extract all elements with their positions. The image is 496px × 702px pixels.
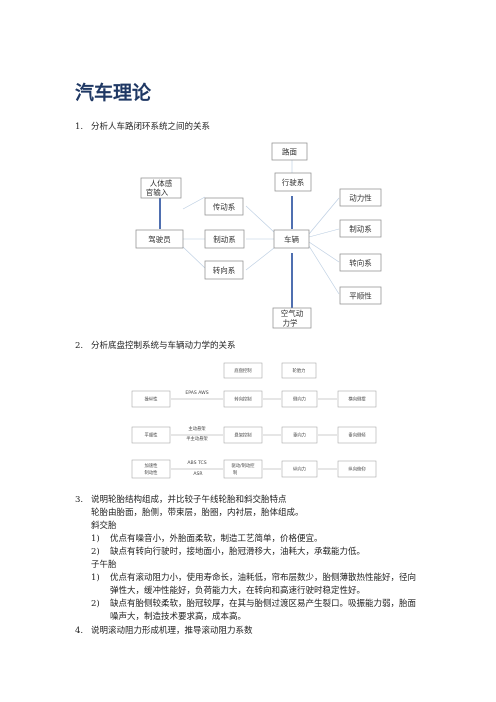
- steering-system-label: 转向系: [213, 265, 236, 275]
- list-number: 1): [91, 573, 100, 583]
- bias-tire-title: 斜交胎: [91, 521, 117, 531]
- vertical-force-box: [281, 426, 318, 444]
- lateral-force-box: [281, 390, 318, 408]
- list-text-line-2: 噪声大，制造技术要求高，成本高。: [110, 612, 247, 622]
- section-heading-4: 4. 说明滚动阻力形成机理，推导滚动阻力系数: [75, 625, 253, 637]
- vertical-roll-box: [337, 426, 377, 444]
- list-text-line-2: 弹性大，缓冲性能好，负荷能力大，在转向和高速行驶时稳定性好。: [110, 586, 366, 596]
- dynamics-label: 动力性: [349, 193, 372, 203]
- braking-perf-label: 制动系: [349, 224, 372, 234]
- section-number: 4.: [75, 626, 84, 636]
- longitudinal-pitch-box: [337, 460, 377, 478]
- transmission-label: 传动系: [213, 202, 236, 212]
- smoothness-label: 平顺性: [349, 291, 372, 301]
- handling-label: 操纵性: [145, 396, 159, 403]
- epas-aws-label: EPAS AWS: [185, 390, 208, 396]
- human-sense-box: [140, 177, 182, 199]
- section-heading-1: 1. 分析人车路闭环系统之间的关系: [75, 121, 210, 133]
- steering-perf-label: 转向系: [349, 258, 372, 268]
- section-text: 分析底盘控制系统与车辆动力学的关系: [91, 341, 236, 351]
- acceleration-label: 加速性: [145, 462, 159, 469]
- section-text: 分析人车路闭环系统之间的关系: [91, 122, 211, 132]
- list-text: 优点有噪音小，外胎面柔软，制造工艺简单，价格便宜。: [110, 534, 323, 544]
- transmission-box: [204, 197, 244, 216]
- vehicle-label: 车辆: [284, 234, 299, 244]
- suspension-control-box: [223, 426, 263, 444]
- aero-label-1: 空气动: [281, 308, 304, 318]
- lateral-yaw-box: [337, 390, 377, 408]
- aero-label-2: 力学: [283, 318, 298, 328]
- list-text-line-1: 缺点有胎侧较柔软，胎冠较厚，在其与胎侧过渡区易产生裂口。吸振能力弱，胎面: [110, 599, 417, 609]
- section-heading-2: 2. 分析底盘控制系统与车辆动力学的关系: [75, 340, 236, 352]
- section-text: 说明轮胎结构组成，并比较子午线轮胎和斜交胎特点: [91, 495, 287, 505]
- list-number: 1): [91, 534, 100, 544]
- section-number: 3.: [75, 495, 84, 505]
- longitudinal-force-box: [281, 460, 318, 478]
- lateral-yaw-label: 横向侧摆: [348, 396, 366, 403]
- smoothness-box: [339, 286, 382, 305]
- semi-active-suspension-label: 半主动悬架: [186, 435, 208, 442]
- ride-comfort-label: 平顺性: [145, 432, 159, 439]
- tire-structure-text: 轮胎由胎面，胎侧，带束层，胎圈，内衬层，胎体组成。: [91, 508, 304, 518]
- dynamics-box: [339, 188, 382, 207]
- braking-system-label: 制动系: [213, 234, 236, 244]
- asr-label: ASR: [193, 471, 203, 477]
- tire-force-box: [281, 362, 317, 379]
- vertical-force-label: 垂向力: [293, 432, 306, 439]
- human-sense-label-2: 官输入: [146, 187, 169, 197]
- ride-comfort-box: [131, 426, 171, 444]
- braking-system-box: [204, 229, 245, 249]
- steering-perf-box: [339, 253, 382, 272]
- list-number: 2): [91, 599, 100, 609]
- accel-brake-box: [131, 459, 171, 479]
- steering-system-box: [204, 260, 244, 280]
- road-label: 路面: [282, 147, 297, 157]
- list-text: 缺点有转向行驶时，接地面小，胎冠滑移大，油耗大，承载能力低。: [110, 547, 366, 557]
- section-number: 2.: [75, 341, 84, 351]
- steering-control-label: 转向控制: [234, 396, 251, 403]
- vehicle-box: [273, 229, 310, 249]
- drive-brake-control-label-1: 驱动/制动控: [232, 462, 256, 469]
- driver-box: [135, 229, 184, 249]
- lateral-force-label: 侧向力: [293, 396, 306, 403]
- section-text: 说明滚动阻力形成机理，推导滚动阻力系数: [91, 626, 253, 636]
- human-sense-label-1: 人体感: [150, 178, 173, 188]
- aero-box: [272, 307, 312, 329]
- section-heading-3: 3. 说明轮胎结构组成，并比较子午线轮胎和斜交胎特点: [75, 494, 287, 506]
- drive-brake-control-box: [223, 459, 263, 479]
- active-suspension-label: 主动悬架: [188, 425, 206, 432]
- tire-force-label: 轮胎力: [293, 367, 306, 374]
- abs-tcs-label: ABS TCS: [187, 460, 206, 466]
- driver-label: 驾驶员: [148, 234, 171, 244]
- braking-perf-box: [339, 219, 382, 238]
- steering-control-box: [223, 390, 263, 408]
- chassis-control-label: 底盘控制: [234, 367, 251, 374]
- driving-system-label: 行驶系: [282, 177, 305, 187]
- section-number: 1.: [75, 122, 84, 132]
- vertical-roll-label: 垂向侧倾: [348, 432, 366, 439]
- radial-tire-title: 子午胎: [91, 560, 117, 570]
- driving-system-box: [274, 172, 312, 192]
- braking-label: 制动性: [145, 469, 159, 476]
- list-number: 2): [91, 547, 100, 557]
- handling-box: [131, 390, 171, 408]
- drive-brake-control-label-2: 制: [233, 469, 237, 476]
- suspension-control-label: 悬架控制: [234, 432, 251, 439]
- longitudinal-pitch-label: 纵向俯仰: [348, 466, 365, 473]
- longitudinal-force-label: 纵向力: [293, 466, 306, 473]
- list-text-line-1: 优点有滚动阻力小，使用寿命长，油耗低，帘布层数少，胎侧薄散热性能好，径向: [110, 573, 417, 583]
- road-box: [271, 142, 308, 161]
- chassis-control-box: [223, 362, 263, 379]
- page-title: 汽车理论: [75, 82, 152, 104]
